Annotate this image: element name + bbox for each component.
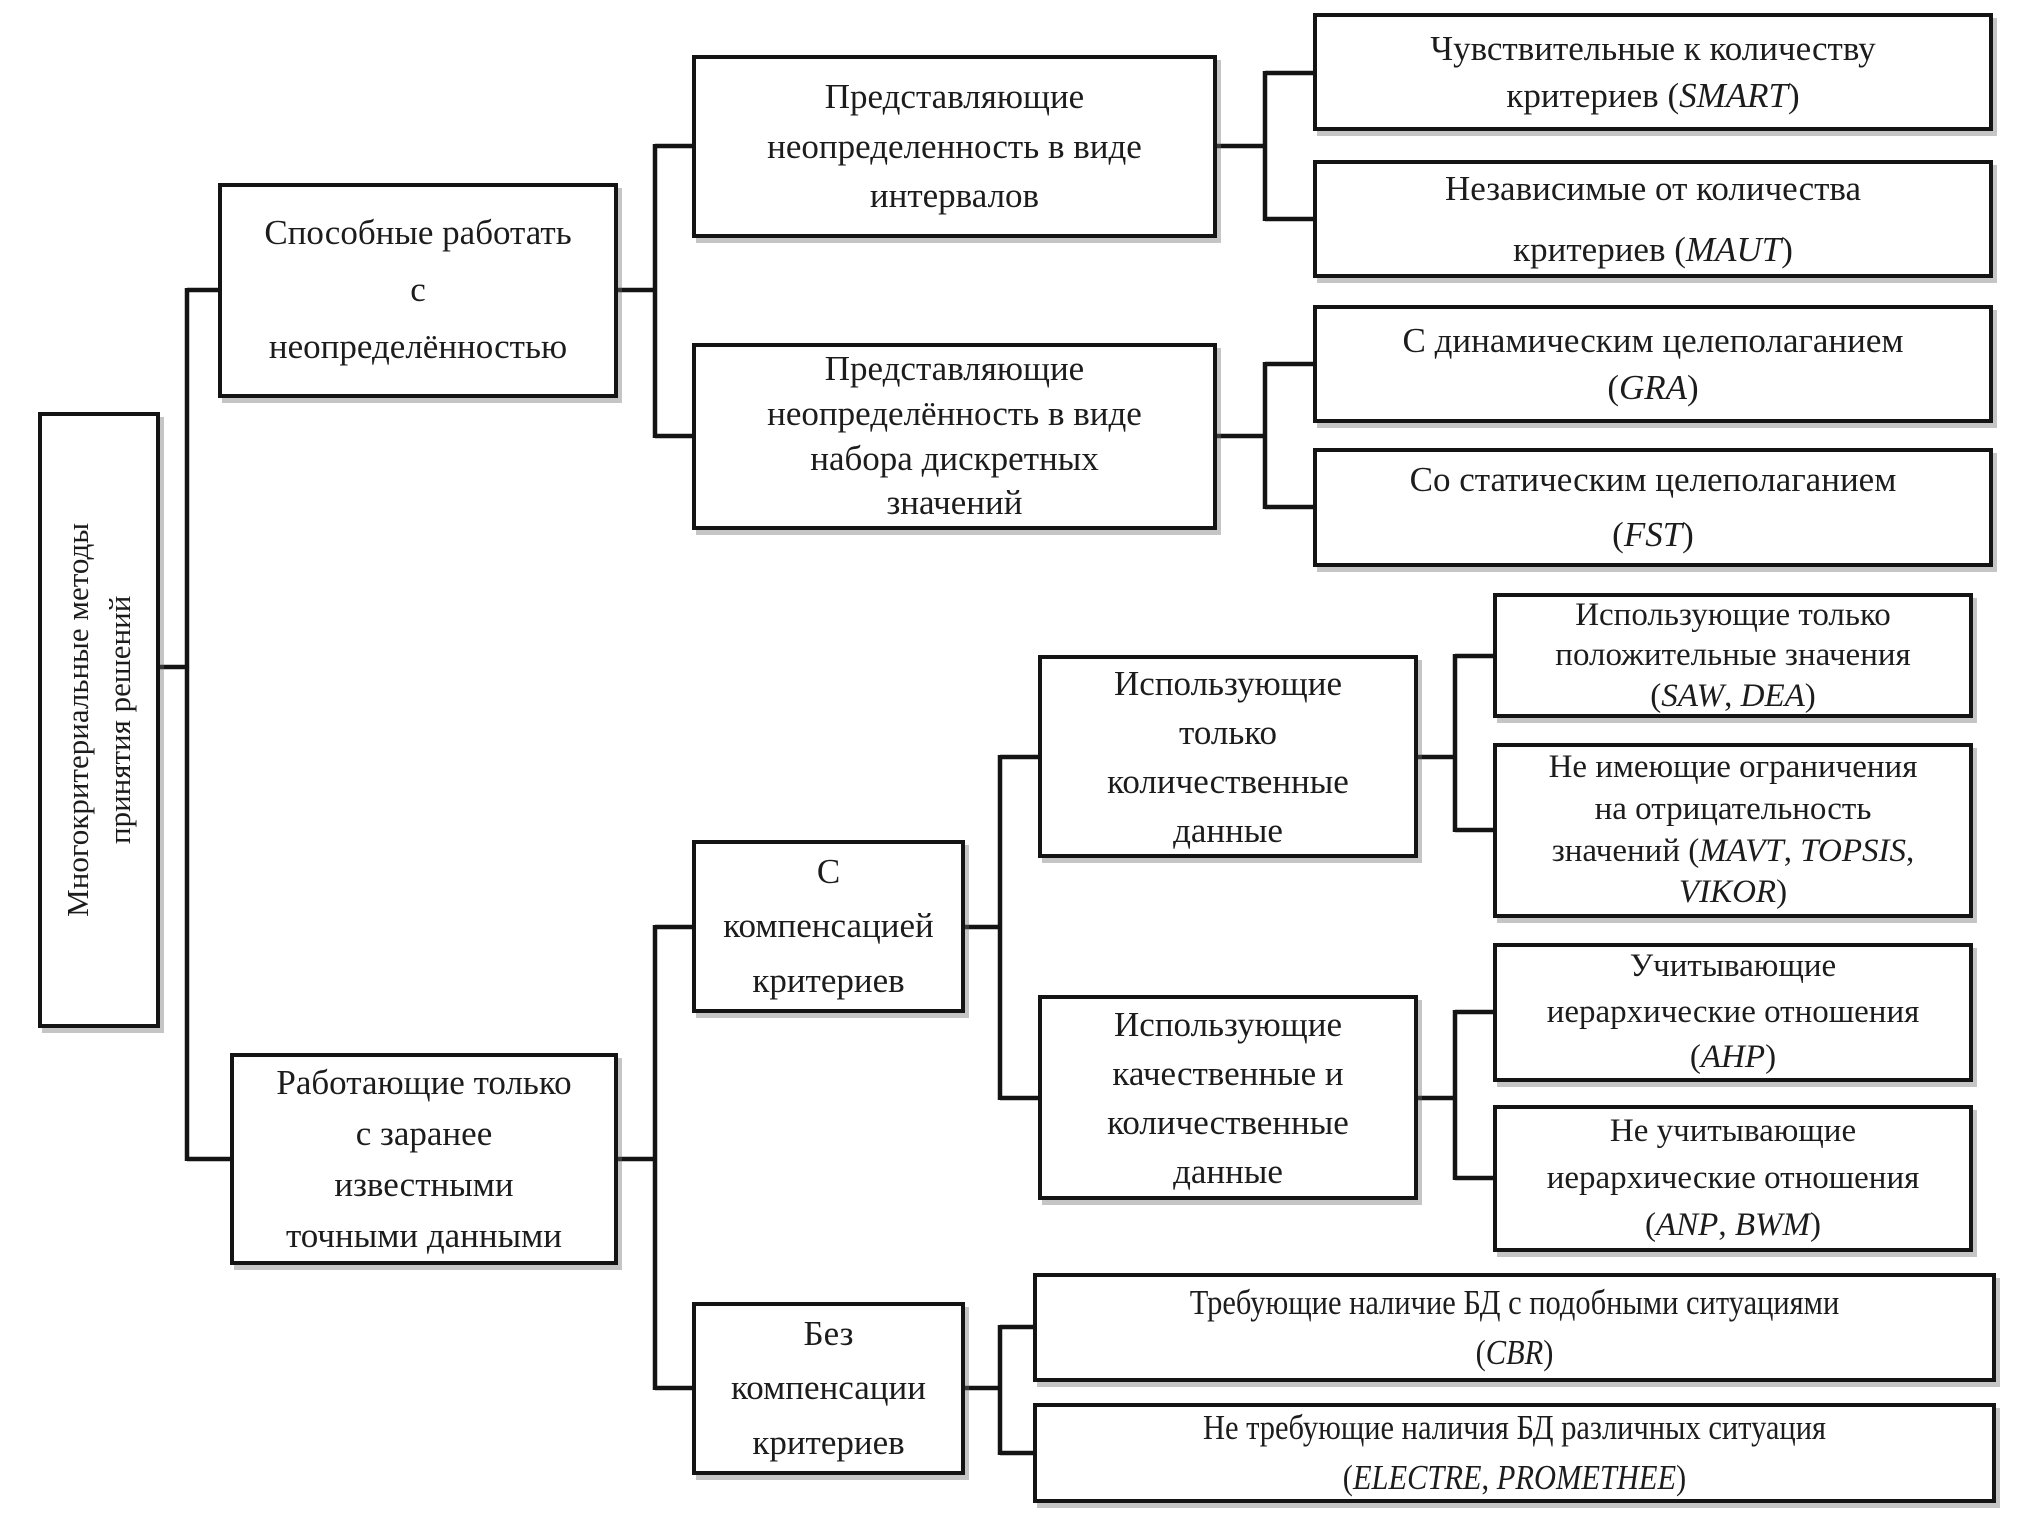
node-label-line: Представляющие [824,76,1085,116]
node-label-line: С [816,852,841,892]
node-label-line: точными данными [285,1216,563,1256]
node-label-line: иерархические отношения [1546,993,1920,1030]
node-qualitative-and-quantitative: Использующие качественные и количественные… [1038,995,1418,1200]
node-label-line: неопределённость в виде [767,393,1142,433]
node-label-line: известными [334,1165,514,1204]
node-cbr: Требующие наличие БД с подобными ситуаци… [1033,1273,1996,1382]
node-label-line: VIKOR) [1678,874,1788,911]
node-label-line: Способные работать [264,213,572,253]
node-label-line: набора дискретных [810,438,1099,478]
node-label-line: критериев [752,960,905,1000]
node-label-line: (ANP, BWM) [1645,1206,1821,1243]
node-label-line: (AHP) [1689,1039,1777,1076]
node-label-line: положительные значения [1555,637,1911,674]
node-exact-data-only: Работающие только с заранее известными точн… [230,1053,618,1265]
node-label-line: с заранее [355,1113,493,1153]
node-label-line: данные [1173,1151,1283,1191]
node-label-line: (SAW, DEA) [1650,677,1816,714]
node-label-line: только [1178,712,1278,752]
node-label-line: Без [803,1314,854,1354]
node-gra: С динамическим целеполаганием (GRA) [1313,305,1993,423]
node-label-line: Не требующие наличия БД различных ситуац… [1202,1408,1827,1448]
node-interval-uncertainty: Представляющие неопределенность в виде инт… [692,55,1217,238]
node-label-line: критериев (MAUT) [1513,230,1793,269]
node-label-line: принятия решений [102,595,137,845]
node-label-line: неопределенность в виде [767,126,1142,166]
node-label-line: с [410,270,426,310]
node-label-line: количественные [1107,1102,1349,1142]
node-label-line: иерархические отношения [1546,1160,1920,1197]
node-smart: Чувствительные к количеству критериев (SM… [1313,13,1993,131]
node-label-line: (FST) [1612,514,1694,554]
node-label-line: Использующие [1114,1004,1342,1044]
node-label-line: (GRA) [1607,368,1699,407]
node-label-line: Использующие только [1575,597,1891,634]
node-mavt-topsis-vikor: Не имеющие ограничения на отрицательность… [1493,743,1973,918]
node-label-line: на отрицательность [1594,790,1872,827]
node-label-line: Использующие [1114,663,1342,703]
node-label-line: значений (MAVT, TOPSIS, [1551,832,1915,869]
node-label-line: (ELECTRE, PROMETHEE) [1342,1458,1687,1497]
node-label-line: Многокритериальные методы [60,523,96,917]
node-label-line: Со статическим целеполаганием [1409,460,1897,500]
node-label-line: Работающие только [276,1062,572,1102]
node-label-line: компенсации [731,1368,926,1408]
node-quantitative-only: Использующие только количественные данные [1038,655,1418,858]
node-label-line: Учитывающие [1629,948,1837,985]
node-label-line: значений [886,483,1023,523]
node-label-line: Требующие наличие БД с подобными ситуаци… [1189,1282,1840,1322]
node-label-line: Представляющие [824,348,1085,388]
node-maut: Независимые от количества критериев (MAUT… [1313,160,1993,278]
node-label-line: Не учитывающие [1609,1113,1857,1150]
node-without-compensation: Без компенсации критериев [692,1302,965,1475]
node-label-line: неопределённостью [268,326,568,366]
node-label-line: критериев (SMART) [1506,76,1800,115]
node-label-line: количественные [1107,761,1349,801]
node-discrete-uncertainty: Представляющие неопределённость в виде наб… [692,343,1217,530]
node-label-line: компенсацией [723,906,934,946]
node-label-line: (CBR) [1475,1332,1554,1372]
node-label-line: данные [1173,810,1283,850]
node-label-line: С динамическим целеполаганием [1402,320,1904,360]
node-label-line: качественные и [1112,1053,1344,1093]
node-ahp: Учитывающие иерархические отношения (AHP) [1493,943,1973,1082]
node-label-line: критериев [752,1422,905,1462]
node-label-line: Не имеющие ограничения [1548,748,1918,785]
node-label-line: Независимые от количества [1444,168,1862,208]
node-anp-bwm: Не учитывающие иерархические отношения (AN… [1493,1105,1973,1252]
node-electre-promethee: Не требующие наличия БД различных ситуац… [1033,1403,1996,1503]
node-label-line: Чувствительные к количеству [1430,28,1876,68]
node-uncertainty-capable: Способные работать с неопределённостью [218,183,618,398]
node-label-line: интервалов [869,176,1040,216]
node-fst: Со статическим целеполаганием (FST) [1313,448,1993,567]
